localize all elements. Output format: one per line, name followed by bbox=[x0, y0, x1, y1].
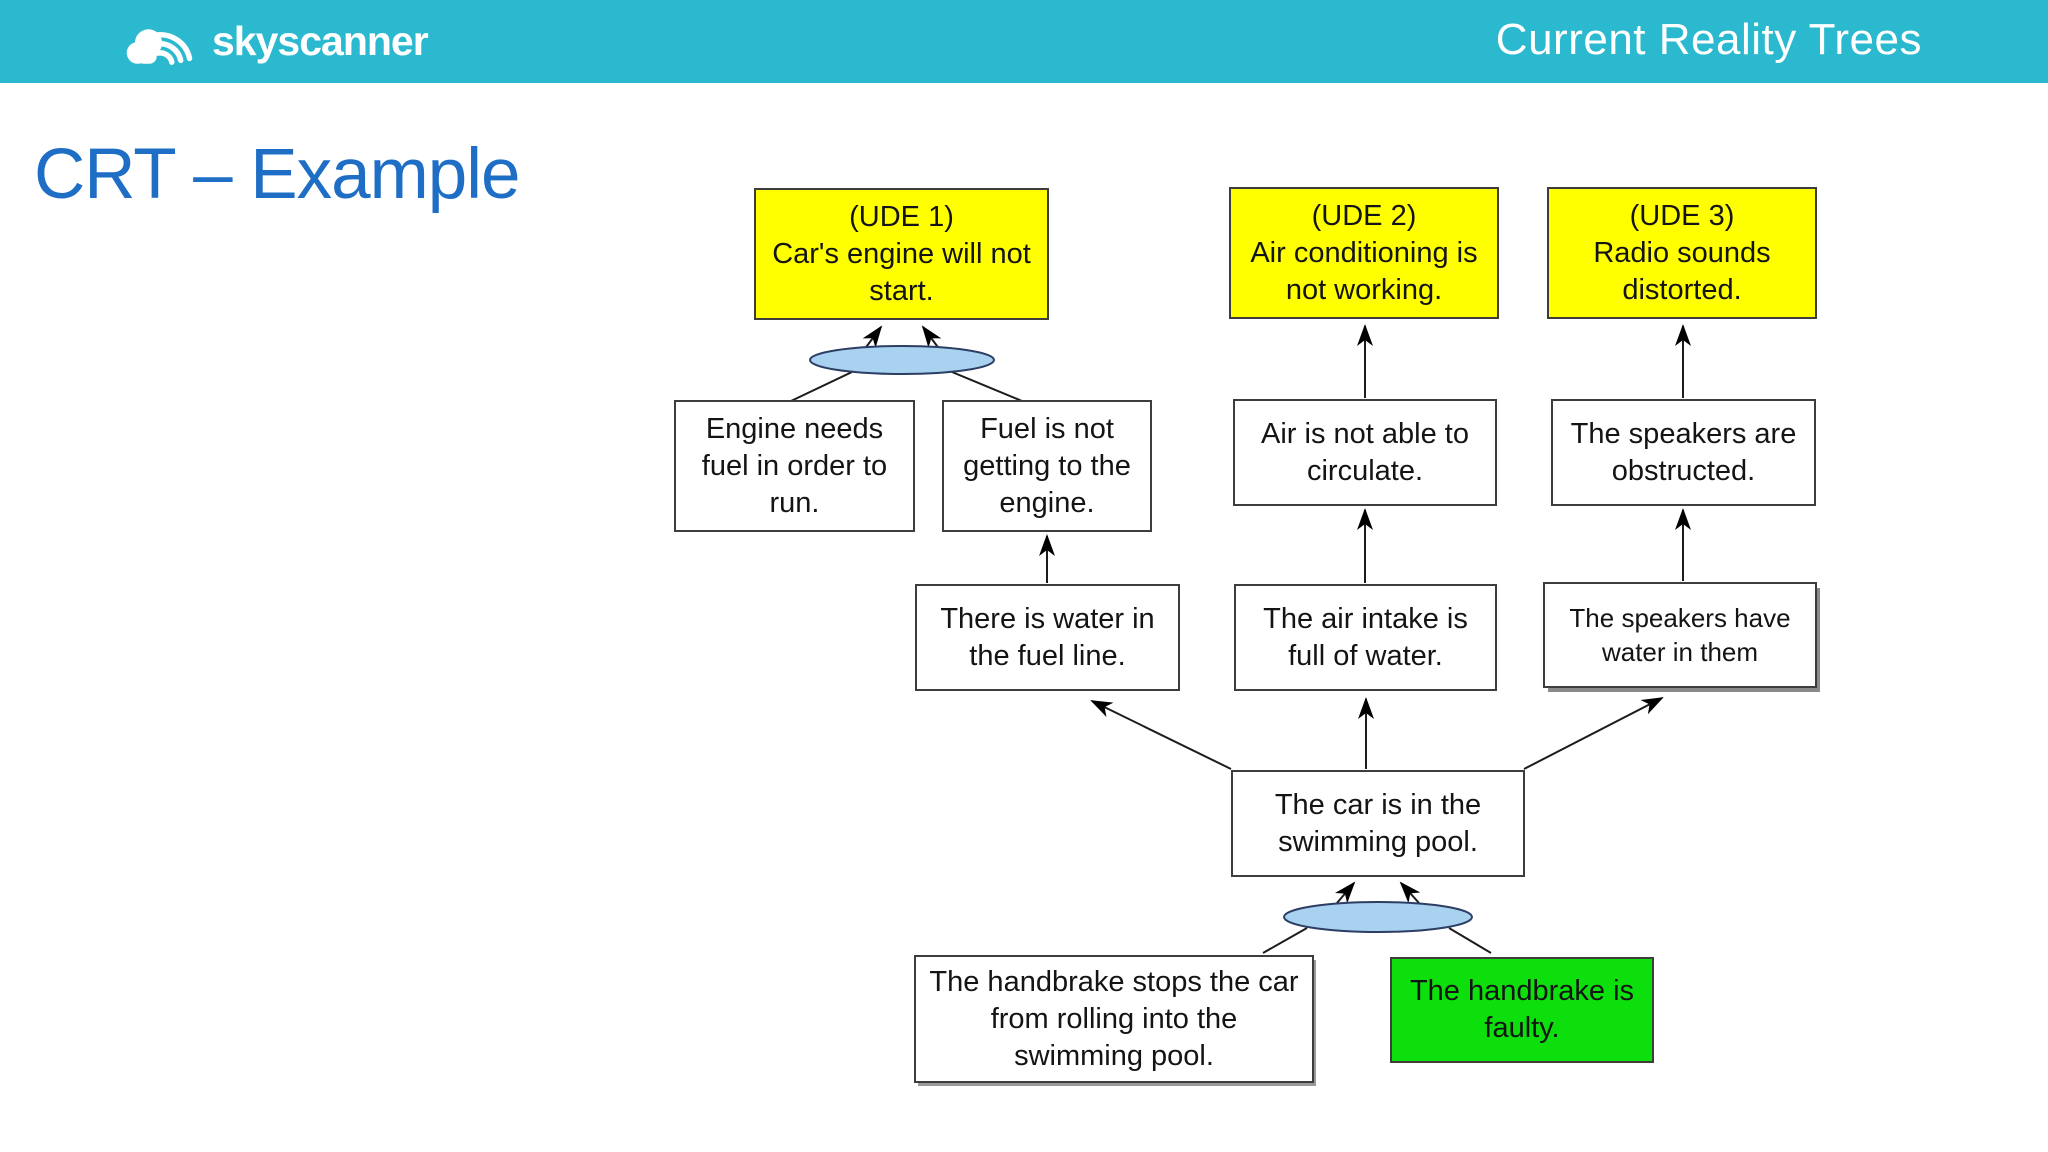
node-ude1: (UDE 1) Car's engine will not start. bbox=[754, 188, 1049, 320]
arrow-and1-to-ude1-left bbox=[862, 325, 883, 351]
node-speakers-have-water: The speakers have water in them bbox=[1543, 582, 1817, 688]
node-fuel-not-getting: Fuel is not getting to the engine. bbox=[942, 400, 1152, 532]
node-handbrake-stops: The handbrake stops the car from rolling… bbox=[914, 955, 1314, 1083]
node-water-in-fuel-line: There is water in the fuel line. bbox=[915, 584, 1180, 691]
node-handbrake-stops-text: The handbrake stops the car from rolling… bbox=[929, 965, 1299, 1072]
node-ude3-text: Radio sounds distorted. bbox=[1593, 236, 1771, 306]
page-title: CRT – Example bbox=[34, 135, 521, 214]
node-speakers-have-water-text: The speakers have water in them bbox=[1569, 603, 1791, 667]
node-handbrake-faulty-text: The handbrake is faulty. bbox=[1409, 975, 1635, 1044]
node-speakers-obstructed: The speakers are obstructed. bbox=[1551, 399, 1816, 506]
node-car-in-swimming-pool-text: The car is in the swimming pool. bbox=[1274, 788, 1482, 858]
node-air-not-circulate-text: Air is not able to circulate. bbox=[1261, 417, 1469, 487]
edge-fuel-to-and1 bbox=[951, 371, 1023, 402]
skyscanner-cloud-icon bbox=[126, 28, 193, 65]
node-ude2: (UDE 2) Air conditioning is not working. bbox=[1229, 187, 1499, 319]
and-junction-ellipse-1 bbox=[809, 345, 995, 375]
arrow-and2-to-pool-right bbox=[1399, 881, 1421, 904]
edge-engine-to-and1 bbox=[790, 371, 853, 402]
header-title: Current Reality Trees bbox=[1495, 14, 1922, 64]
node-ude1-tag: (UDE 1) bbox=[849, 200, 954, 233]
brand-wordmark: skyscanner bbox=[212, 18, 429, 64]
arrow-and1-to-ude1-right bbox=[921, 325, 942, 351]
node-car-in-swimming-pool: The car is in the swimming pool. bbox=[1231, 770, 1525, 877]
arrow-pool-to-speakerwater bbox=[1523, 697, 1664, 770]
skyscanner-logo: skyscanner bbox=[124, 15, 429, 69]
node-air-intake-full-of-water-text: The air intake is full of water. bbox=[1263, 602, 1468, 672]
edge-handbrakefaulty-to-and2 bbox=[1448, 927, 1492, 954]
and-junction-ellipse-2 bbox=[1283, 901, 1473, 933]
node-engine-needs-fuel-text: Engine needs fuel in order to run. bbox=[701, 412, 888, 519]
node-handbrake-faulty: The handbrake is faulty. bbox=[1390, 957, 1654, 1063]
node-speakers-obstructed-text: The speakers are obstructed. bbox=[1570, 417, 1797, 487]
node-engine-needs-fuel: Engine needs fuel in order to run. bbox=[674, 400, 915, 532]
header-bar: skyscanner Current Reality Trees bbox=[0, 0, 2048, 83]
node-air-intake-full-of-water: The air intake is full of water. bbox=[1234, 584, 1497, 691]
node-ude3: (UDE 3) Radio sounds distorted. bbox=[1547, 187, 1817, 319]
node-ude3-tag: (UDE 3) bbox=[1629, 199, 1735, 232]
node-fuel-not-getting-text: Fuel is not getting to the engine. bbox=[963, 412, 1131, 519]
edge-handbrakestops-to-and2 bbox=[1262, 927, 1308, 954]
arrow-and2-to-pool-left bbox=[1334, 881, 1356, 904]
arrow-pool-to-waterline bbox=[1090, 700, 1232, 770]
node-ude2-text: Air conditioning is not working. bbox=[1250, 236, 1478, 306]
node-water-in-fuel-line-text: There is water in the fuel line. bbox=[940, 602, 1155, 672]
node-air-not-circulate: Air is not able to circulate. bbox=[1233, 399, 1497, 506]
node-ude2-tag: (UDE 2) bbox=[1311, 199, 1417, 232]
node-ude1-text: Car's engine will not start. bbox=[772, 237, 1031, 307]
